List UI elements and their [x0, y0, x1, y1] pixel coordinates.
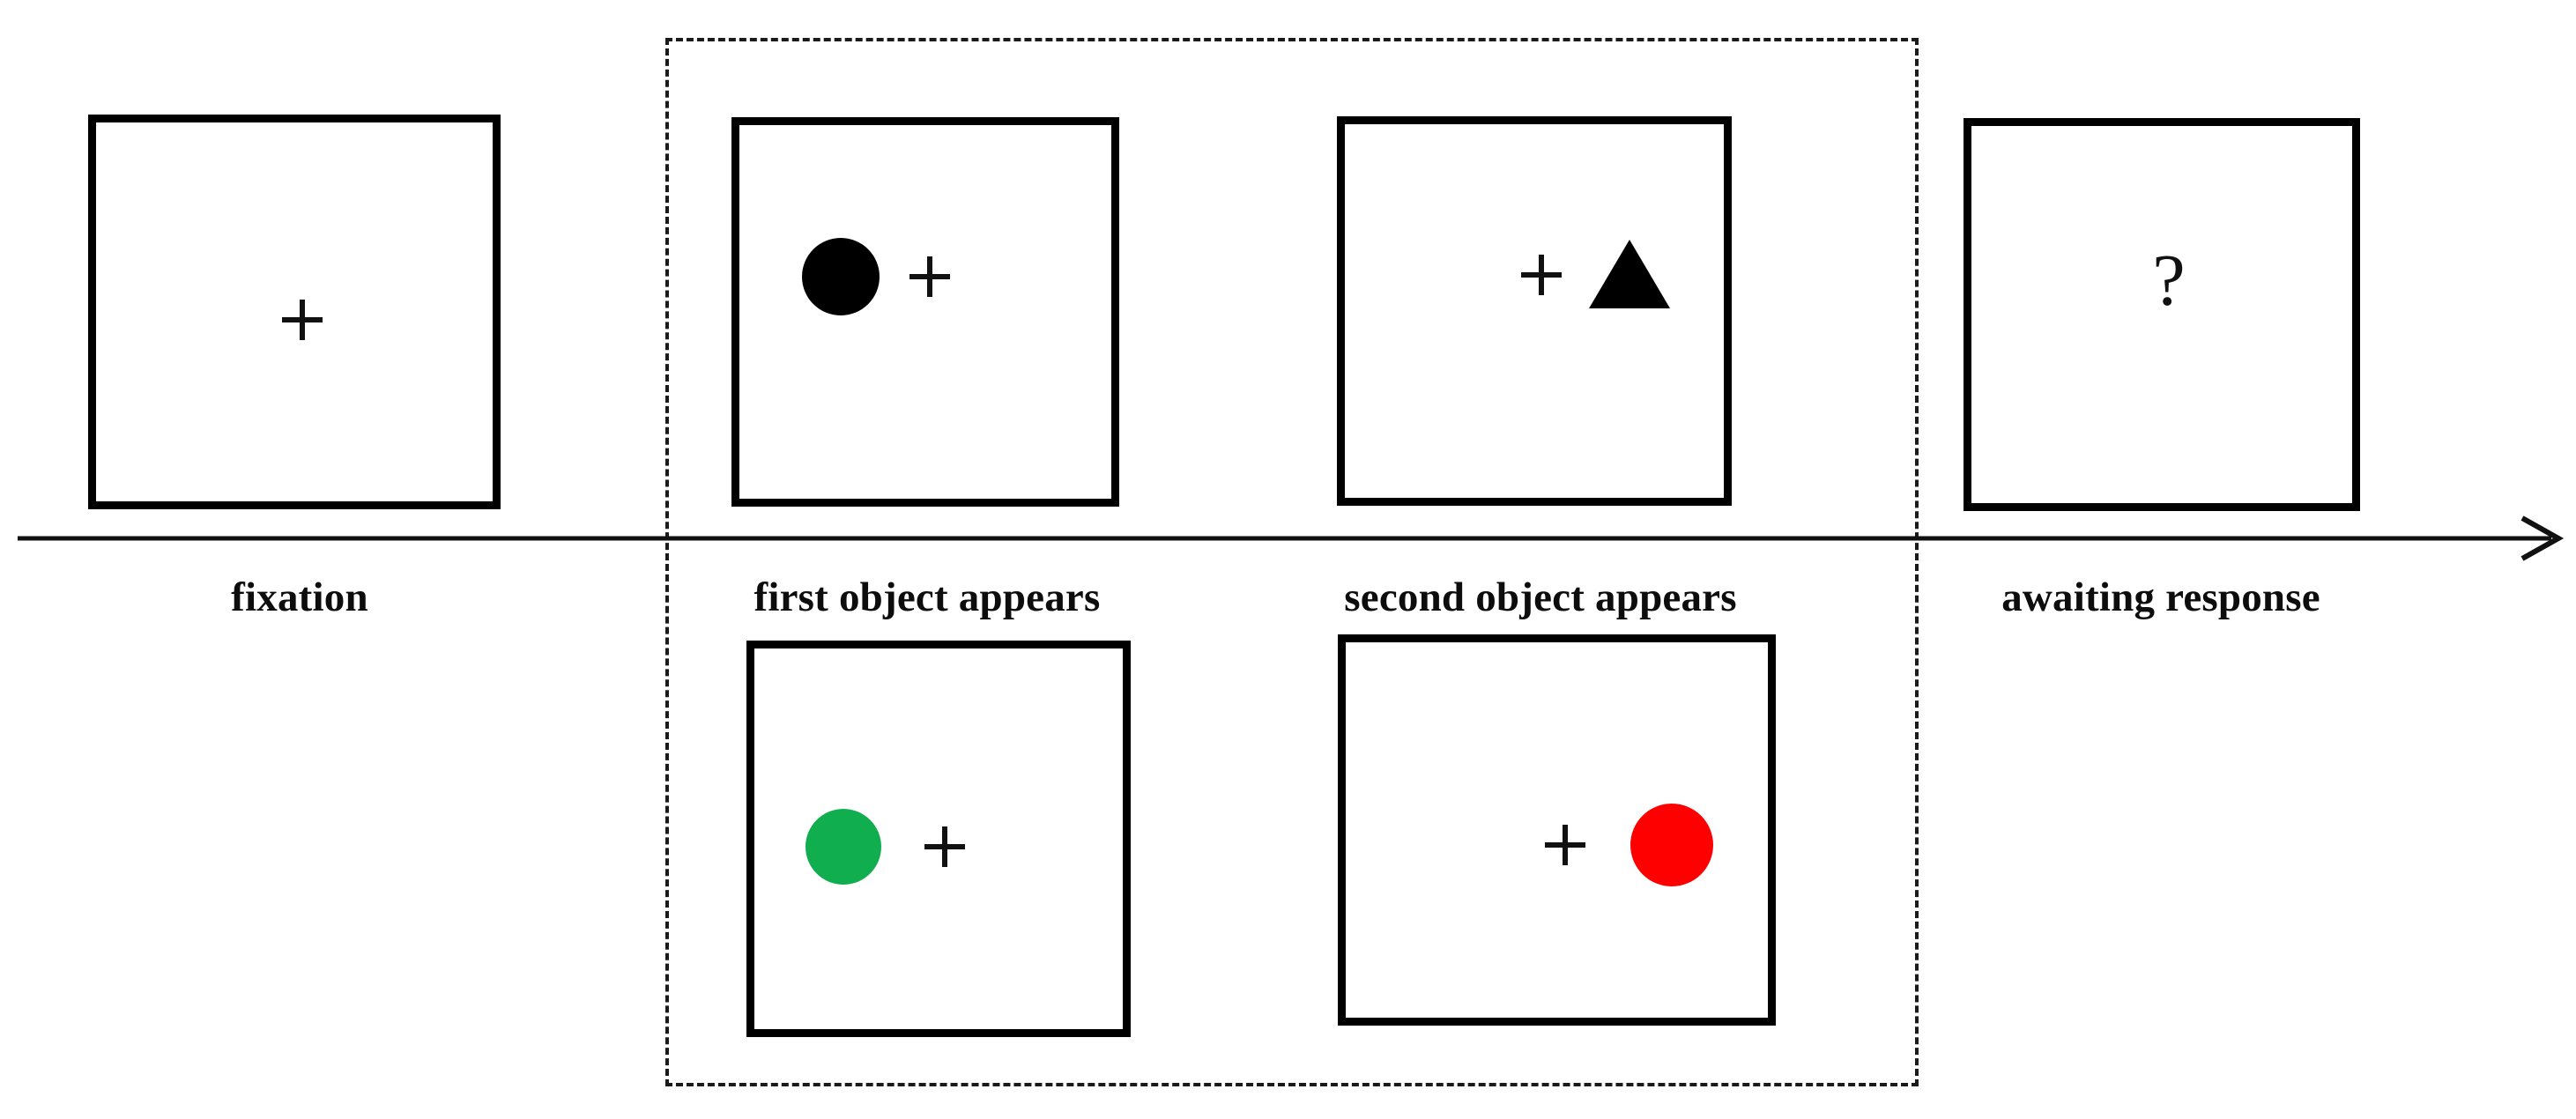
- fixation-cross-icon: [1521, 255, 1562, 295]
- stage-label-awaiting-response: awaiting response: [2001, 574, 2320, 620]
- object-presentation-phase-group: [665, 38, 1919, 1086]
- fixation-cross-icon: [282, 300, 323, 340]
- fixation-cross-icon: [1545, 825, 1585, 865]
- fixation-screen: [88, 115, 501, 509]
- black-triangle-stimulus: [1589, 240, 1670, 308]
- red-circle-stimulus: [1630, 804, 1713, 886]
- first-object-green-circle-screen: [746, 641, 1131, 1037]
- first-object-black-circle-screen: [731, 117, 1119, 507]
- question-mark-icon: ?: [2152, 240, 2186, 322]
- second-object-red-circle-screen: [1338, 634, 1776, 1026]
- black-circle-stimulus: [802, 238, 880, 315]
- fixation-cross-icon: [909, 256, 950, 297]
- stage-label-first-object-appears: first object appears: [753, 574, 1101, 620]
- second-object-black-triangle-screen: [1337, 116, 1732, 506]
- fixation-cross-icon: [924, 826, 965, 867]
- time-axis-arrow: [18, 515, 2565, 561]
- stage-label-second-object-appears: second object appears: [1344, 574, 1737, 620]
- awaiting-response-screen: ?: [1964, 118, 2360, 511]
- green-circle-stimulus: [805, 809, 881, 885]
- stage-label-fixation: fixation: [231, 574, 368, 620]
